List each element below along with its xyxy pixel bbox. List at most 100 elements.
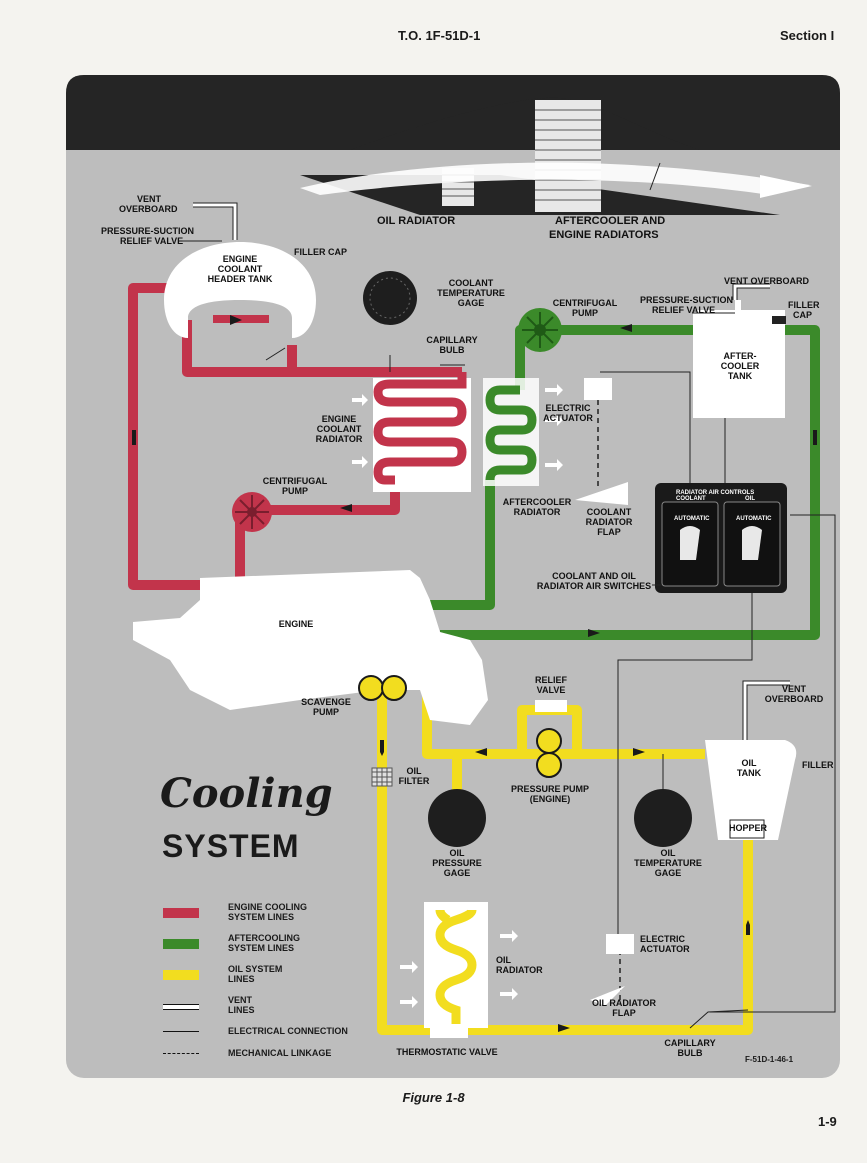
elec-line-switch (617, 588, 753, 935)
label-header-tank-1: ENGINE (223, 254, 258, 264)
legend-swatch-vent (163, 1004, 199, 1010)
legend-text: SYSTEM LINES (228, 943, 295, 953)
label-oil-radiator-flap-1: OIL RADIATOR (592, 998, 657, 1008)
elec-line-actuator (600, 371, 691, 490)
label-oil-tank-2: TANK (737, 768, 762, 778)
label-filler-cap-right-1: FILLER (788, 300, 820, 310)
label-electric-actuator-top-2: ACTUATOR (543, 413, 593, 423)
legend-swatch-electrical (163, 1031, 199, 1032)
scavenge-pump (358, 675, 407, 701)
label-filler-oil: FILLER (802, 760, 834, 770)
label-engine-coolant-radiator-1: ENGINE (322, 414, 357, 424)
label-pressure-pump-2: (ENGINE) (530, 794, 571, 804)
engine-coolant-header-tank (164, 242, 316, 338)
flow-arrow (475, 748, 487, 756)
capillary-bulb-bottom-line (689, 1009, 749, 1029)
label-engine: ENGINE (279, 619, 314, 629)
label-oil-radiator-bottom-2: RADIATOR (496, 965, 543, 975)
label-aftercooler-radiator-2: RADIATOR (514, 507, 561, 517)
flow-arrow (380, 740, 384, 756)
label-coolant-temp-gage-3: GAGE (458, 298, 485, 308)
page-number: 1-9 (818, 1114, 837, 1129)
thermostatic-valve-body (430, 1024, 468, 1038)
label-hopper: HOPPER (729, 823, 768, 833)
label-vent-overboard-right: VENT OVERBOARD (724, 276, 810, 286)
label-oil-radiator-top: OIL RADIATOR (377, 215, 455, 227)
engine-coolant-radiator-core (373, 378, 471, 492)
label-aftercooler-engine-radiators-1: AFTERCOOLER AND (555, 215, 665, 227)
electric-actuator-top (584, 378, 612, 400)
label-oil-filter-1: OIL (407, 766, 423, 776)
aftercooler-tank (693, 310, 785, 418)
switch-oil-lever (742, 526, 762, 560)
legend-text: SYSTEM LINES (228, 912, 295, 922)
label-electric-actuator-bottom-2: ACTUATOR (640, 944, 690, 954)
legend-swatch-oil (163, 970, 199, 980)
label-vent-overboard-left-2: OVERBOARD (119, 204, 178, 214)
legend-text: ELECTRICAL CONNECTION (228, 1026, 348, 1036)
flow-arrow (813, 430, 817, 445)
label-relief-valve-1: RELIEF (535, 675, 568, 685)
label-header-tank-2: COOLANT (218, 264, 263, 274)
flow-arrow (230, 315, 242, 325)
title-system: SYSTEM (162, 828, 300, 864)
oil-temperature-gage (634, 789, 692, 847)
label-vent-overboard-oil-2: OVERBOARD (765, 694, 824, 704)
label-capillary-bulb-bottom-1: CAPILLARY (664, 1038, 715, 1048)
oil-line-left (377, 690, 430, 1035)
label-oil-tank-1: OIL (742, 758, 758, 768)
legend-row: MECHANICAL LINKAGE (163, 1048, 363, 1070)
label-electric-actuator-top-1: ELECTRIC (546, 403, 592, 413)
relief-valve (535, 700, 567, 712)
centrifugal-pump-left (232, 492, 272, 532)
flow-arrow (340, 504, 352, 512)
label-oil-pressure-gage-2: PRESSURE (432, 858, 482, 868)
aftercooling-line-top (440, 325, 820, 640)
pressure-pump (536, 728, 562, 778)
label-switch-coolant: COOLANT (676, 496, 706, 502)
flow-arrow (633, 748, 645, 756)
doc-number: T.O. 1F-51D-1 (398, 28, 481, 43)
oil-tank (705, 740, 797, 840)
label-oil-radiator-bottom-1: OIL (496, 955, 512, 965)
figure-code: F-51D-1-46-1 (745, 1055, 794, 1064)
label-filler-cap-right-2: CAP (793, 310, 812, 320)
label-capillary-bulb-bottom-2: BULB (678, 1048, 703, 1058)
label-vent-overboard-left-1: VENT (137, 194, 162, 204)
electric-actuator-bottom (606, 934, 634, 954)
label-coolant-radiator-flap-1: COOLANT (587, 507, 632, 517)
elec-line-right (710, 514, 836, 1013)
legend-text: MECHANICAL LINKAGE (228, 1048, 332, 1058)
hopper (729, 819, 765, 839)
title-cooling: Cooling (160, 770, 333, 817)
oil-radiator-flap (590, 986, 625, 1006)
legend-text: AFTERCOOLING (228, 933, 300, 943)
legend-swatch-mechanical (163, 1053, 199, 1054)
airflow-arrow (300, 162, 810, 195)
label-pressure-suction-right-1: PRESSURE-SUCTION (640, 295, 733, 305)
legend-swatch-engine-cooling (163, 908, 199, 918)
legend-text: VENT (228, 995, 253, 1005)
label-pressure-suction-left-2: RELIEF VALVE (120, 236, 183, 246)
label-scavenge-pump-1: SCAVENGE (301, 697, 351, 707)
legend-row: ELECTRICAL CONNECTION (163, 1026, 363, 1048)
label-switches-2: RADIATOR AIR SWITCHES (537, 581, 651, 591)
label-engine-coolant-radiator-2: COOLANT (317, 424, 362, 434)
label-aftercooler-radiator-1: AFTERCOOLER (503, 497, 572, 507)
label-oil-temp-gage-2: TEMPERATURE (634, 858, 702, 868)
centrifugal-pump-right (518, 308, 562, 352)
vent-line-left (193, 203, 237, 240)
label-engine-coolant-radiator-3: RADIATOR (316, 434, 363, 444)
label-centrifugal-pump-right-1: CENTRIFUGAL (553, 298, 618, 308)
label-vent-overboard-oil-1: VENT (782, 684, 807, 694)
legend-text: LINES (228, 974, 255, 984)
legend-swatch-aftercooling (163, 939, 199, 949)
vent-line-right (733, 284, 770, 300)
oil-pressure-gage (428, 789, 486, 847)
label-aftercooler-tank-1: AFTER- (724, 351, 757, 361)
label-capillary-bulb-top-1: CAPILLARY (426, 335, 477, 345)
label-switch-oil: OIL (745, 496, 755, 502)
